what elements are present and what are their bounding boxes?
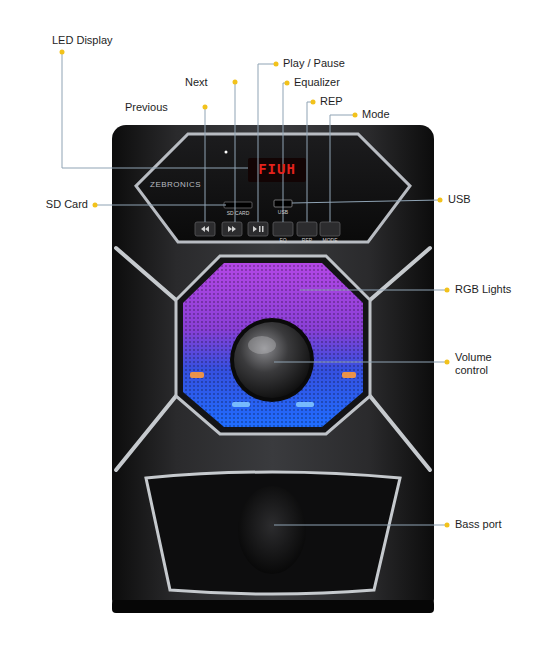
callout-dot <box>445 523 450 528</box>
bass-port-surround <box>146 472 400 594</box>
orange-glow <box>342 372 356 378</box>
callout-dot <box>93 203 98 208</box>
leader-line <box>307 102 313 222</box>
leader-lines <box>62 52 447 525</box>
button <box>273 222 293 236</box>
volume-knob <box>234 322 310 398</box>
callout-dot <box>203 105 208 110</box>
leader-line <box>292 200 440 203</box>
callout-label: Play / Pause <box>283 57 345 70</box>
leader-line <box>283 83 287 222</box>
callout-label: Equalizer <box>294 76 340 89</box>
leader-line <box>95 205 226 206</box>
callout-label: Volume control <box>455 351 517 376</box>
button <box>222 222 242 236</box>
rgb-frame <box>176 256 370 434</box>
port-marking: USB <box>278 210 288 216</box>
leader-line <box>235 82 236 222</box>
trim-line <box>116 396 176 470</box>
callout-dot <box>438 198 443 203</box>
button-marking: MODE <box>323 238 338 244</box>
leader-line <box>300 290 447 291</box>
next-symbol <box>228 226 236 232</box>
previous-symbol <box>201 226 209 232</box>
trim-line <box>370 248 430 300</box>
callout-dot <box>233 80 238 85</box>
cabinet-base <box>112 600 434 613</box>
callout-label: LED Display <box>52 34 113 47</box>
callout-dot <box>285 81 290 86</box>
leader-line <box>258 64 276 222</box>
trim-line <box>116 248 176 300</box>
top-panel <box>136 134 410 242</box>
callout-dot <box>445 288 450 293</box>
cabinet <box>112 125 434 613</box>
sd-card-slot <box>224 202 252 208</box>
leader-line <box>62 52 248 168</box>
led-display-text: FIUH <box>258 161 296 177</box>
blue-glow <box>232 402 250 407</box>
callout-dot <box>353 113 358 118</box>
callout-dots <box>60 50 450 528</box>
callout-label: Bass port <box>455 518 501 531</box>
callout-dot <box>311 100 316 105</box>
indicator-light <box>225 151 228 154</box>
callout-label: Previous <box>125 101 168 114</box>
button-marking: REP <box>302 238 312 244</box>
button <box>320 222 340 236</box>
callout-label: USB <box>448 193 471 206</box>
callout-label: Next <box>185 76 208 89</box>
callout-label: SD Card <box>46 198 88 211</box>
callout-dot <box>445 360 450 365</box>
button <box>195 222 215 236</box>
callout-label: RGB Lights <box>455 283 511 296</box>
callout-dot <box>60 50 65 55</box>
knob-ring <box>230 318 314 402</box>
blue-glow <box>296 402 314 407</box>
port-marking: SD CARD <box>227 211 250 217</box>
callout-label: Mode <box>362 108 390 121</box>
orange-glow <box>190 372 204 378</box>
speaker-grill <box>183 263 363 427</box>
silver-trim <box>116 248 430 470</box>
button <box>297 222 317 236</box>
leader-line <box>274 525 447 526</box>
callout-label: REP <box>320 95 343 108</box>
brand-logo: ZEBRONICS <box>150 180 201 189</box>
rgb-light-panel <box>183 263 363 427</box>
leader-line <box>274 362 447 363</box>
knob-highlight <box>248 336 276 354</box>
button-marking: EQ <box>279 238 286 244</box>
play-pause-symbol <box>253 226 264 232</box>
bass-port <box>238 486 306 574</box>
callout-dot <box>274 62 279 67</box>
button <box>248 222 268 236</box>
leader-line <box>330 115 355 222</box>
button-row <box>195 222 340 236</box>
trim-line <box>370 396 430 470</box>
led-window <box>248 158 306 182</box>
